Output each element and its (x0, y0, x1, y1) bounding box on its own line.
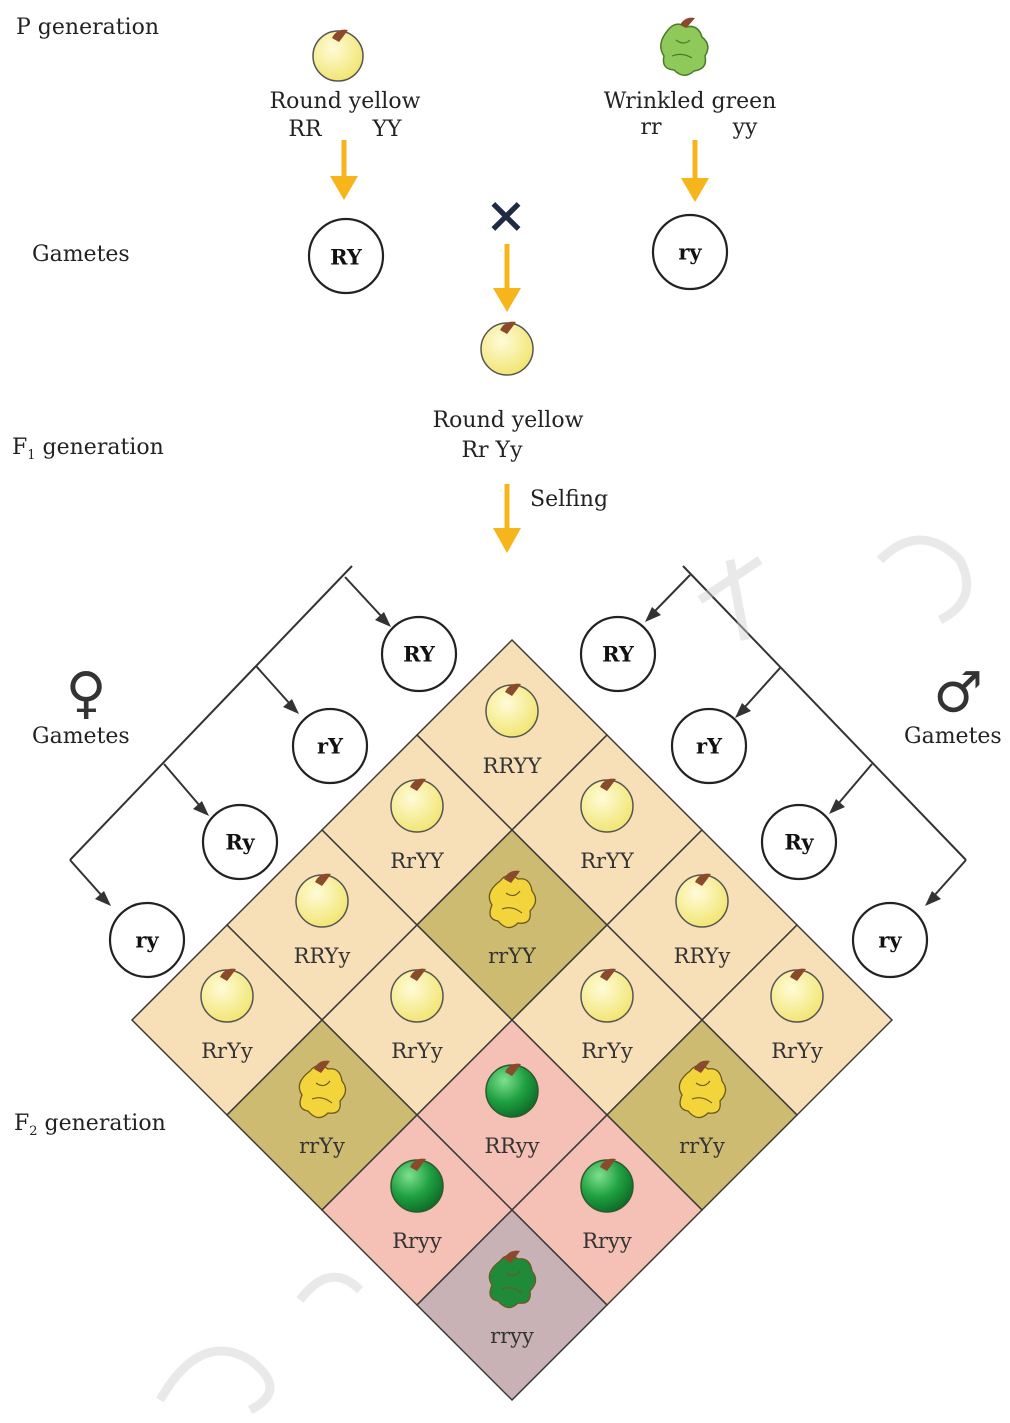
gamete-label: Ry (225, 830, 255, 855)
male-symbol-icon: ♂ (933, 661, 983, 726)
gamete-label: Ry (784, 830, 814, 855)
round-yellow-seed-icon (770, 968, 824, 1023)
gamete-circle (201, 803, 279, 881)
round-yellow-seed-icon (390, 968, 444, 1023)
female-symbol-icon: ♀ (66, 661, 107, 726)
gamete-label: rY (696, 734, 723, 759)
gamete-tree-arrowheads (95, 607, 941, 906)
punnett-cell-genotype: RrYy (581, 1039, 633, 1063)
wrinkled-green-seed-icon (488, 1250, 537, 1309)
female-gamete: rY (291, 707, 369, 785)
round-yellow-seed-icon (580, 778, 634, 833)
wrinkled-yellow-seed-icon (488, 870, 537, 929)
punnett-cell-genotype: RrYY (390, 849, 445, 873)
parent-right-phenotype: Wrinkled green (604, 89, 777, 114)
p-generation-label: P generation (16, 15, 159, 40)
male-gamete: RY (579, 615, 657, 693)
punnett-cell-genotype: rryy (490, 1324, 534, 1348)
male-gametes: RY rY Ry ry (579, 615, 929, 979)
wrinkled-yellow-seed-icon (298, 1060, 347, 1119)
punnett-cell-genotype: rrYY (488, 944, 537, 968)
punnett-cell-genotype: Rryy (392, 1229, 442, 1253)
f1-phenotype: Round yellow (433, 408, 584, 433)
round-yellow-seed-icon (295, 873, 349, 928)
gamete-circle (380, 615, 458, 693)
round-green-seed-icon (485, 1063, 539, 1118)
male-gamete: Ry (760, 803, 838, 881)
gamete-left-parent-label: RY (330, 245, 363, 270)
parent-right-genotype-y: yy (732, 115, 758, 140)
gamete-label: ry (135, 928, 159, 953)
wrinkled-yellow-seed-icon (678, 1060, 727, 1119)
gamete-label: RY (602, 642, 635, 667)
parent-round-yellow-seed-icon (312, 29, 364, 82)
selfing-label: Selfing (530, 487, 608, 512)
gamete-circle (760, 803, 838, 881)
punnett-cell-genotype: RRYY (483, 754, 543, 778)
parent-left-genotype-r: RR (288, 117, 323, 142)
f1-genotype: Rr Yy (461, 438, 523, 463)
punnett-cell-genotype: RrYY (580, 849, 635, 873)
punnett-cell-genotype: Rryy (582, 1229, 632, 1253)
cross-icon: × (485, 185, 527, 244)
male-gamete: ry (851, 901, 929, 979)
female-gametes-label: Gametes (32, 724, 130, 749)
gamete-circle (108, 901, 186, 979)
parent-wrinkled-green-seed-icon (660, 17, 709, 76)
male-gametes-label: Gametes (904, 724, 1002, 749)
female-gamete: ry (108, 901, 186, 979)
punnett-cell: rryy (415, 1208, 609, 1402)
punnett-cell-genotype: rrYy (679, 1134, 725, 1158)
round-green-seed-icon (580, 1158, 634, 1213)
arrow-parent-right-to-gamete (681, 140, 709, 202)
watermark (156, 535, 972, 1415)
parent-left-genotype-y: YY (371, 117, 402, 142)
punnett-cell-genotype: rrYy (299, 1134, 345, 1158)
f1-generation-label: F1 generation (12, 435, 164, 463)
punnett-cell-genotype: RRYy (294, 944, 351, 968)
gamete-circle (851, 901, 929, 979)
round-yellow-seed-icon (580, 968, 634, 1023)
gamete-label: RY (403, 642, 436, 667)
arrow-parent-left-to-gamete (330, 140, 358, 200)
parent-left-phenotype: Round yellow (270, 89, 421, 114)
punnett-cell-genotype: RRyy (485, 1134, 540, 1158)
female-gamete: Ry (201, 803, 279, 881)
gamete-circle-right-parent (651, 213, 729, 291)
punnett-cell-genotype: RrYy (201, 1039, 253, 1063)
gamete-circle (579, 615, 657, 693)
punnett-cell-genotype: RrYy (391, 1039, 443, 1063)
punnett-cell-genotype: RRYy (674, 944, 731, 968)
female-gamete-tree (69, 565, 383, 898)
gamete-circle-left-parent (307, 217, 385, 295)
parent-right-genotype-r: rr (640, 115, 662, 140)
gamete-label: rY (317, 734, 344, 759)
arrow-cross-to-f1 (493, 244, 521, 312)
f1-round-yellow-seed-icon (480, 321, 534, 376)
round-yellow-seed-icon (675, 873, 729, 928)
arrow-selfing (493, 484, 521, 553)
gamete-label: ry (878, 928, 902, 953)
female-gamete: RY (380, 615, 458, 693)
round-yellow-seed-icon (390, 778, 444, 833)
male-gamete: rY (670, 707, 748, 785)
gamete-circle (670, 707, 748, 785)
gamete-right-parent-label: ry (678, 240, 702, 265)
punnett-cell-genotype: RrYy (771, 1039, 823, 1063)
gamete-circle (291, 707, 369, 785)
female-gametes: RY rY Ry ry (108, 615, 458, 979)
f2-generation-label: F2 generation (14, 1111, 166, 1139)
round-green-seed-icon (390, 1158, 444, 1213)
gametes-label: Gametes (32, 242, 130, 267)
round-yellow-seed-icon (485, 683, 539, 738)
round-yellow-seed-icon (200, 968, 254, 1023)
male-gamete-tree (653, 565, 967, 898)
